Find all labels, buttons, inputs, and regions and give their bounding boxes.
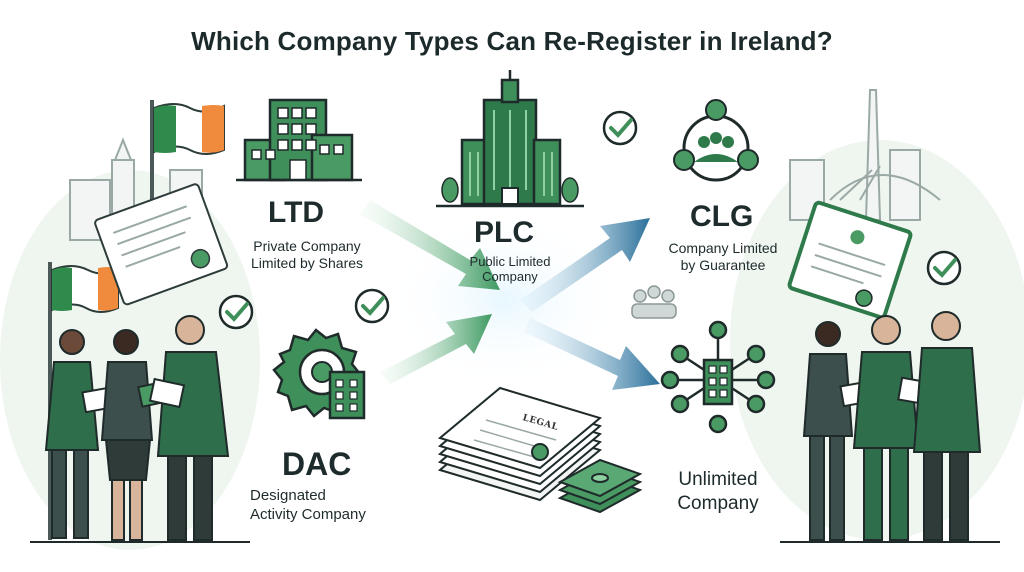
city-skyline-right	[789, 89, 941, 221]
clg-line-1: Company Limited	[668, 240, 778, 256]
clg-description: Company Limited by Guarantee	[648, 240, 798, 274]
ltd-line-2: Limited by Shares	[250, 255, 364, 271]
plc-line-2: Company	[482, 269, 538, 284]
plc-line-1: Public Limited	[469, 254, 551, 269]
arrow-ltd-to-center	[360, 200, 500, 290]
clg-line-2: by Guarantee	[680, 257, 766, 273]
certificate-icon	[787, 200, 913, 320]
dac-description: Designated Activity Company	[250, 486, 420, 524]
unlimited-description: Unlimited Company	[648, 468, 788, 516]
ltd-abbreviation: LTD	[268, 196, 325, 229]
unlimited-line-1: Unlimited	[678, 469, 758, 490]
dac-line-2: Activity Company	[250, 506, 366, 523]
certificate-icon	[94, 183, 229, 306]
money-stack-icon	[557, 458, 643, 514]
unlimited-line-2: Company	[677, 493, 759, 514]
check-icon	[602, 110, 638, 146]
page-title: Which Company Types Can Re-Register in I…	[191, 26, 833, 56]
network-building-icon	[660, 320, 776, 434]
office-building-icon	[236, 98, 362, 182]
check-icon	[926, 250, 962, 286]
dac-line-1: Designated	[250, 487, 326, 504]
business-people-left	[30, 315, 250, 543]
clg-abbreviation: CLG	[690, 200, 754, 233]
people-group-icon	[631, 285, 677, 319]
plc-abbreviation: PLC	[474, 216, 534, 249]
check-icon	[218, 294, 254, 330]
arrow-center-to-clg	[520, 218, 650, 312]
arrow-dac-to-center	[380, 314, 492, 384]
legal-documents-icon	[437, 386, 603, 502]
check-icon	[354, 288, 390, 324]
skyscraper-icon	[436, 70, 584, 208]
plc-description: Public Limited Company	[440, 254, 580, 284]
arrow-center-to-unlimited	[524, 318, 660, 390]
people-network-icon	[673, 99, 759, 182]
dac-abbreviation: DAC	[282, 446, 352, 482]
gear-building-icon	[272, 328, 366, 420]
irish-flag-icon	[150, 100, 225, 240]
business-people-right	[780, 311, 1000, 543]
ltd-description: Private Company Limited by Shares	[232, 238, 382, 272]
ltd-line-1: Private Company	[253, 238, 361, 254]
